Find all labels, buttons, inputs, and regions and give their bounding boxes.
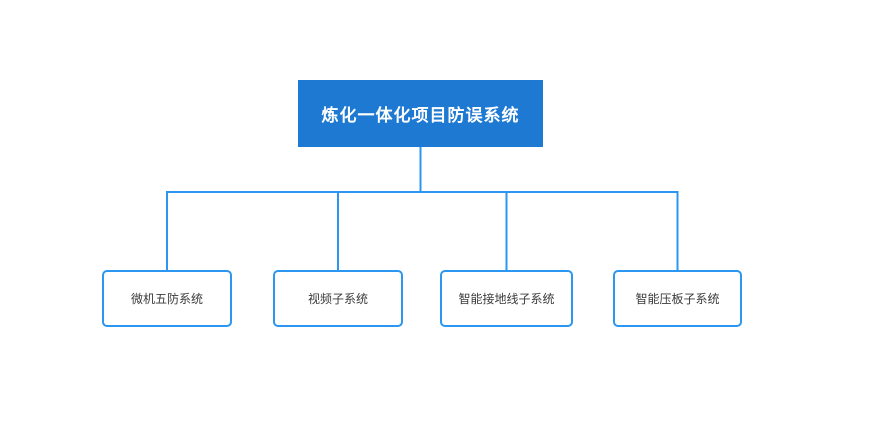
child-node-label: 智能接地线子系统 (458, 291, 555, 306)
root-node-label: 炼化一体化项目防误系统 (321, 106, 520, 125)
diagram-node-root[interactable]: 炼化一体化项目防误系统 (298, 80, 543, 147)
child-node-label: 智能压板子系统 (635, 291, 720, 306)
child-node-label: 视频子系统 (307, 291, 368, 306)
diagram-node-smart-grounding-subsystem[interactable]: 智能接地线子系统 (440, 270, 573, 327)
diagram-node-video-subsystem[interactable]: 视频子系统 (273, 270, 403, 327)
child-node-label: 微机五防系统 (130, 291, 203, 306)
diagram-node-wujifang-system[interactable]: 微机五防系统 (102, 270, 232, 327)
diagram-node-smart-pressplate-subsystem[interactable]: 智能压板子系统 (613, 270, 742, 327)
